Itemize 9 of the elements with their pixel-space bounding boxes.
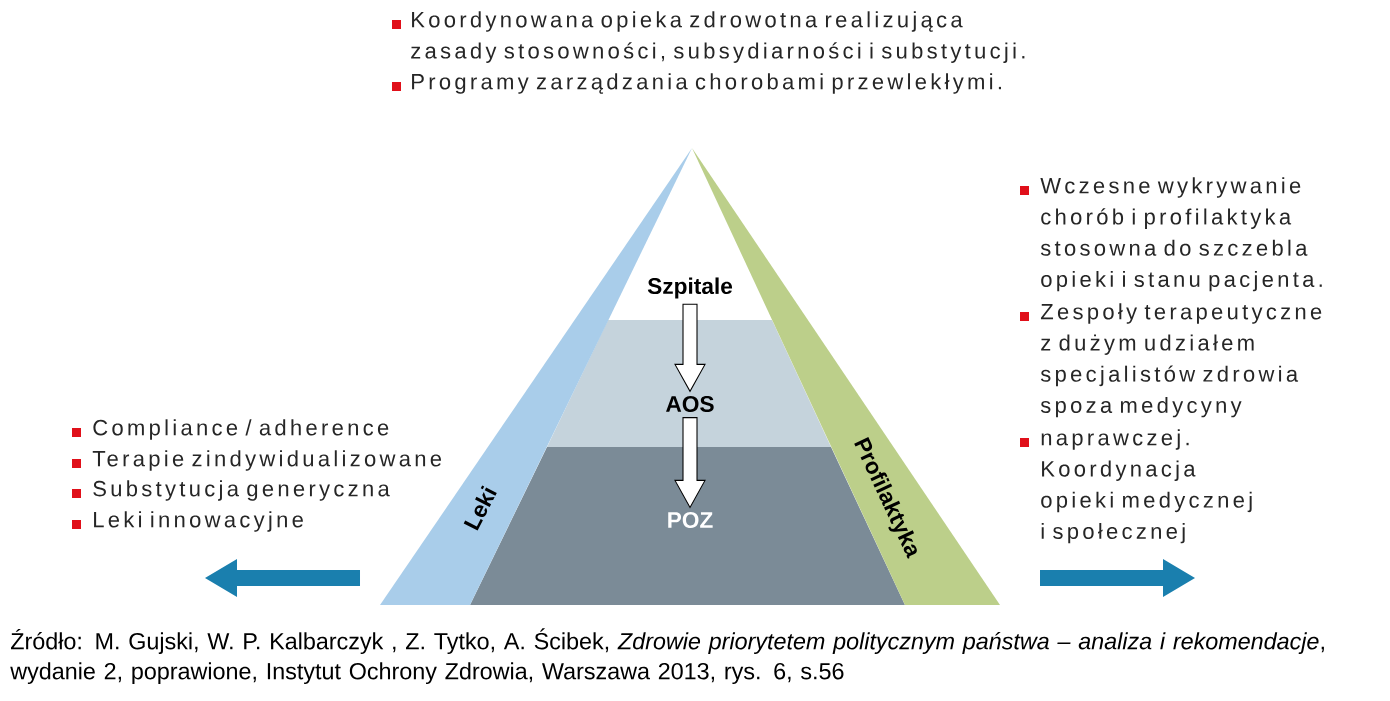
hollow-arrow (674, 303, 706, 393)
bullet-text: naprawczej. Koordynacja opieki medycznej i społecznej (1041, 429, 1252, 544)
bullet-text: Koordynowana opieka zdrowotna realizująca zasady stosowności, subsydiarności i substytucji. (411, 11, 1025, 63)
pyramid-tier: AOS (547, 320, 831, 447)
source-caption: Źródło: M. Gujski, W. P. Kalbarczyk , Z. Tytko, A. Ścibek, Zdrowie priorytetem politycznym państwa – analiza i rekomendacje, wydanie 2, poprawione, Instytut Ochrony Zdrowia, Warszawa 2013, rys. 6, s.56 (10, 628, 1324, 685)
bullet-text: Wczesne wykrywanie chorób i profilaktyka stosowna do szczebla opieki i stanu pacjenta. (1040, 177, 1322, 292)
hollow-arrow (674, 417, 706, 509)
bullet-text: Programy zarządzania chorobami przewlekłymi. (412, 73, 1001, 94)
bullet-text: Leki innowacyjne (94, 511, 303, 532)
